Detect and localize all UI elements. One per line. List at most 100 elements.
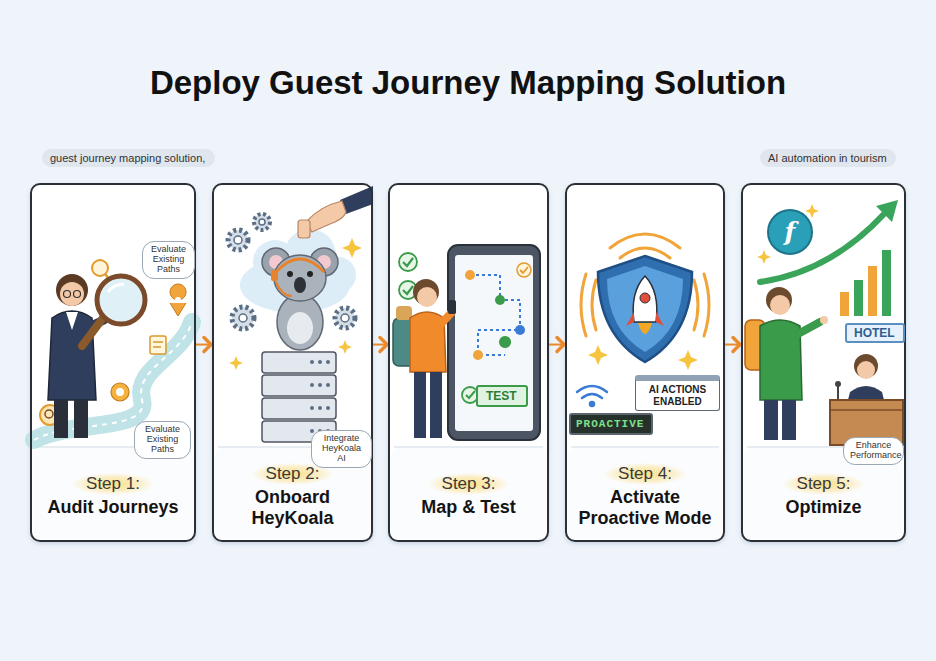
server-stack bbox=[310, 406, 314, 410]
server-stack bbox=[310, 360, 330, 433]
panel-background bbox=[565, 183, 725, 542]
status-window: AI ACTIONS ENABLED bbox=[635, 375, 720, 411]
server-stack bbox=[326, 383, 330, 387]
panel-background bbox=[388, 183, 549, 542]
speech-bubble: Enhance Performance bbox=[843, 437, 904, 465]
tablet-illustration bbox=[455, 255, 533, 431]
signal-waves bbox=[592, 280, 596, 330]
node-text: AI ACTIONS ENABLED bbox=[641, 384, 714, 407]
auditor-figure bbox=[60, 282, 84, 306]
koala-mascot bbox=[271, 270, 278, 281]
signal-waves bbox=[704, 274, 709, 336]
koala-mascot bbox=[294, 277, 306, 293]
node-text: guest journey mapping solution, bbox=[50, 152, 207, 164]
traveller-figure bbox=[430, 372, 442, 438]
panel-lower-area bbox=[33, 448, 903, 539]
road-illustration bbox=[116, 388, 124, 396]
tag-pill: guest journey mapping solution, bbox=[42, 149, 215, 167]
panel-lower-area bbox=[391, 448, 546, 539]
wifi-symbol bbox=[582, 394, 602, 398]
koala-mascot bbox=[287, 312, 313, 344]
sparkle-symbol bbox=[588, 345, 608, 365]
node-text: Enhance Performance bbox=[850, 441, 897, 461]
node-text: AI automation in tourism bbox=[768, 152, 888, 164]
shield-rocket bbox=[607, 266, 683, 352]
node-text: Evaluate Existing Paths bbox=[149, 245, 188, 275]
guest-figure bbox=[798, 322, 820, 334]
test-button: TEST bbox=[476, 385, 528, 407]
step-number: Step 5: bbox=[783, 473, 865, 495]
tablet-illustration bbox=[473, 350, 483, 360]
auditor-figure bbox=[97, 276, 145, 324]
road-illustration bbox=[153, 341, 163, 343]
panel-lower-area bbox=[568, 448, 722, 539]
node-text: TEST bbox=[486, 389, 518, 403]
server-stack bbox=[310, 360, 314, 364]
step-name: Audit Journeys bbox=[47, 497, 178, 518]
tablet-illustration bbox=[517, 263, 531, 277]
server-stack bbox=[318, 406, 322, 410]
road-illustration bbox=[150, 336, 166, 354]
auditor-figure bbox=[66, 312, 78, 330]
tablet-illustration bbox=[465, 270, 475, 280]
traveller-figure bbox=[417, 287, 437, 307]
traveller-figure bbox=[414, 372, 426, 438]
road-illustration bbox=[111, 383, 129, 401]
node-text: HOTEL bbox=[854, 326, 896, 340]
step-caption-area: Step 1:Audit Journeys bbox=[32, 451, 194, 540]
traveller-figure bbox=[448, 300, 456, 314]
step-number: Step 4: bbox=[604, 463, 686, 485]
wifi-symbol bbox=[577, 386, 607, 406]
step-connector bbox=[196, 338, 212, 352]
server-stack bbox=[262, 352, 336, 373]
guest-figure bbox=[820, 316, 828, 324]
reception-desk bbox=[830, 354, 903, 445]
traveller-figure bbox=[393, 279, 456, 438]
gear-symbol bbox=[234, 236, 242, 244]
checkmark-symbol bbox=[399, 253, 417, 271]
step-connector bbox=[373, 338, 388, 352]
step-number: Step 3: bbox=[428, 473, 510, 495]
arrow-head bbox=[557, 338, 564, 352]
panel-background bbox=[30, 183, 906, 542]
hotel-sign: HOTEL bbox=[845, 323, 905, 343]
step-panel: Step 5:Optimize HOTEL Enhance Performance bbox=[741, 183, 906, 542]
guest-figure bbox=[745, 287, 828, 440]
auditor-figure bbox=[56, 274, 88, 306]
wifi-symbol bbox=[577, 386, 607, 392]
growth-chart bbox=[882, 250, 891, 316]
growth-chart bbox=[840, 292, 849, 316]
server-stack bbox=[326, 406, 330, 410]
arrow-head bbox=[204, 338, 211, 352]
gear-symbol bbox=[239, 314, 247, 322]
sparkle-symbol bbox=[229, 356, 243, 370]
step-panel: Step 1:Audit Journeys Evaluate Existing P… bbox=[30, 183, 196, 542]
shield-rocket bbox=[656, 312, 664, 326]
gear-symbol bbox=[335, 308, 355, 328]
reception-desk bbox=[835, 381, 841, 387]
tablet-illustration bbox=[520, 267, 528, 273]
panel-divider bbox=[394, 446, 543, 448]
step-panel: Step 3:Map & TestTEST bbox=[388, 183, 549, 542]
sparkle-symbol bbox=[342, 238, 362, 258]
koala-mascot bbox=[276, 282, 292, 296]
tablet-illustration bbox=[499, 336, 511, 362]
auditor-figure bbox=[74, 400, 88, 438]
sparkle-symbol bbox=[757, 250, 771, 264]
node-text: Integrate HeyKoala AI bbox=[318, 434, 365, 464]
speech-bubble: Integrate HeyKoala AI bbox=[311, 430, 372, 468]
shield-rocket bbox=[638, 323, 652, 334]
shield-rocket bbox=[633, 276, 657, 322]
reception-desk bbox=[830, 409, 903, 411]
auditor-figure bbox=[74, 291, 81, 298]
panel-lower-area bbox=[33, 448, 193, 539]
server-stack bbox=[310, 383, 314, 387]
step-name: Optimize bbox=[785, 497, 861, 518]
growth-chart bbox=[876, 200, 898, 222]
tablet-illustration bbox=[495, 295, 505, 305]
shield-rocket bbox=[640, 293, 650, 303]
diagram-title: Deploy Guest Journey Mapping Solution bbox=[0, 64, 936, 102]
road-illustration bbox=[153, 346, 161, 348]
